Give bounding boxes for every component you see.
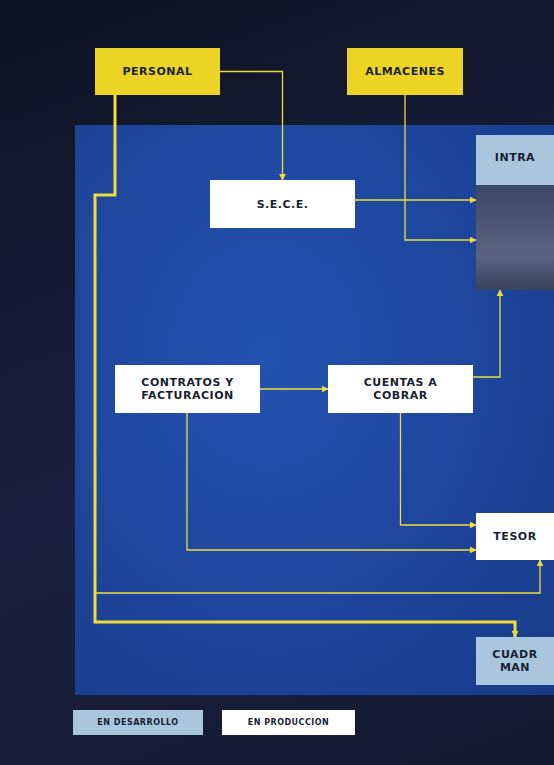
box-label: CONTRATOS Y FACTURACION [125,376,250,402]
intranet-box: INTRA [476,135,554,290]
flow-arrow [95,95,540,593]
flow-arrow [405,95,476,240]
text-wrap: INTRA [495,151,535,164]
treasury-box: TESOR [476,513,554,560]
legend-label: EN PRODUCCION [248,718,330,728]
text-wrap: CUADR MAN [486,648,544,674]
receivables-box: CUENTAS A COBRAR [328,365,473,413]
box-label: S.E.C.E. [257,198,309,211]
flow-arrow [260,388,328,389]
flow-arrow [187,413,476,550]
flow-arrow [355,199,476,200]
flow-arrow [220,72,283,181]
box-label: PERSONAL [122,65,192,78]
box-label: CUENTAS A COBRAR [338,376,463,402]
text-wrap: CUENTAS A COBRAR [338,376,463,402]
flow-arrow [473,290,500,377]
text-wrap: ALMACENES [365,65,445,78]
dashboard-box: CUADR MAN [476,637,554,685]
flow-arrow [95,95,515,637]
box-label: ALMACENES [365,65,445,78]
flow-arrow [401,413,477,525]
box-label: INTRA [495,151,535,164]
legend-label: EN DESARROLLO [97,718,178,728]
box-label: CUADR MAN [486,648,544,674]
text-wrap: TESOR [493,530,536,543]
billing-box: CONTRATOS Y FACTURACION [115,365,260,413]
text-wrap: S.E.C.E. [257,198,309,211]
store-box: ALMACENES [347,48,463,95]
text-wrap: CONTRATOS Y FACTURACION [125,376,250,402]
sece-box: S.E.C.E. [210,180,355,228]
text-wrap: PERSONAL [122,65,192,78]
legend-swatch: EN PRODUCCION [222,710,355,735]
personal-box: PERSONAL [95,48,220,95]
box-label: TESOR [493,530,536,543]
legend-swatch: EN DESARROLLO [73,710,203,735]
